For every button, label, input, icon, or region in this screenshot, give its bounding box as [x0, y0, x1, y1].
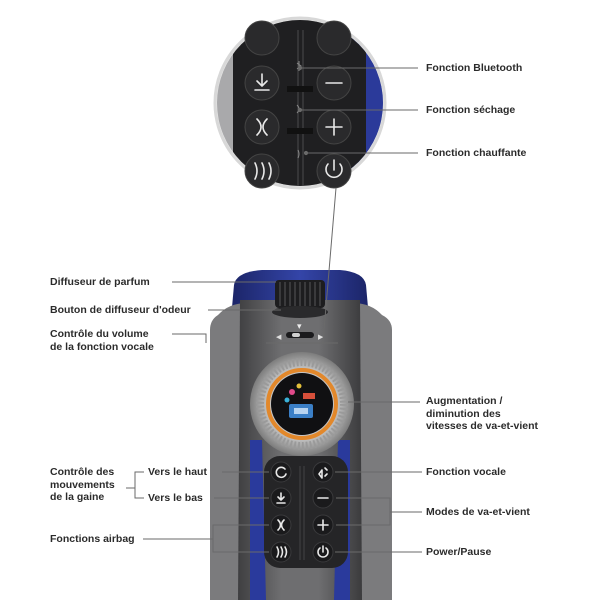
device-body: ▾ ◀ ▶: [210, 270, 392, 600]
odor-diffuser-button[interactable]: [272, 306, 328, 318]
label-volume-control: Contrôle du volume de la fonction vocale: [50, 328, 154, 353]
label-power: Power/Pause: [426, 546, 492, 558]
label-airbag: Fonctions airbag: [50, 533, 135, 545]
zoom-top-right-button[interactable]: [316, 20, 352, 56]
label-sleeve-movement: Contrôle des mouvements de la gaine: [50, 466, 115, 504]
label-down: Vers le bas: [148, 492, 203, 504]
heating-icon: [297, 149, 300, 159]
label-voice: Fonction vocale: [426, 466, 506, 478]
label-drying: Fonction séchage: [426, 104, 516, 116]
lower-power-button[interactable]: [312, 541, 334, 563]
lower-down-button[interactable]: [270, 487, 292, 509]
zoom-inset: [213, 16, 387, 190]
label-stroke-modes: Modes de va-et-vient: [426, 506, 530, 518]
lower-airbag-button-1[interactable]: [270, 514, 292, 536]
label-speed-line-3: vitesses de va-et-vient: [426, 420, 539, 432]
svg-text:▾: ▾: [297, 322, 302, 332]
zoom-minus-button[interactable]: [316, 65, 352, 101]
lower-button-pad: [264, 456, 348, 568]
lower-airbag-button-2[interactable]: [270, 541, 292, 563]
label-volume-line-2: de la fonction vocale: [50, 340, 154, 353]
label-bluetooth: Fonction Bluetooth: [426, 62, 523, 74]
label-sleeve-line-2: mouvements: [50, 478, 115, 491]
label-perfume-diffuser: Diffuseur de parfum: [50, 276, 150, 288]
label-volume-line-1: Contrôle du volume: [50, 328, 149, 340]
label-sleeve-line-3: de la gaine: [50, 491, 105, 503]
svg-text:◀: ◀: [276, 333, 282, 341]
label-speed: Augmentation / diminution des vitesses d…: [426, 395, 538, 433]
lower-minus-button[interactable]: [312, 487, 334, 509]
lower-up-button[interactable]: [270, 461, 292, 483]
zoom-heat-button[interactable]: [244, 153, 280, 189]
label-speed-line-2: diminution des: [426, 407, 501, 420]
zoom-power-button[interactable]: [316, 153, 352, 189]
zoom-plus-button[interactable]: [316, 109, 352, 145]
speed-dial[interactable]: [250, 352, 354, 456]
label-up: Vers le haut: [148, 466, 207, 478]
label-speed-line-1: Augmentation /: [426, 395, 503, 407]
leader-lines: [126, 65, 422, 553]
lower-voice-button[interactable]: [312, 461, 334, 483]
zoom-top-left-button[interactable]: [244, 20, 280, 56]
perfume-diffuser-grill: [275, 280, 325, 308]
svg-text:▶: ▶: [318, 333, 324, 341]
label-heating: Fonction chauffante: [426, 147, 527, 159]
zoom-download-button[interactable]: [244, 65, 280, 101]
label-odor-button: Bouton de diffuseur d'odeur: [50, 304, 191, 316]
lower-plus-button[interactable]: [312, 514, 334, 536]
voice-volume-slider[interactable]: ▾ ◀ ▶: [276, 322, 324, 341]
label-sleeve-line-1: Contrôle des: [50, 466, 115, 478]
zoom-wave-button[interactable]: [244, 109, 280, 145]
